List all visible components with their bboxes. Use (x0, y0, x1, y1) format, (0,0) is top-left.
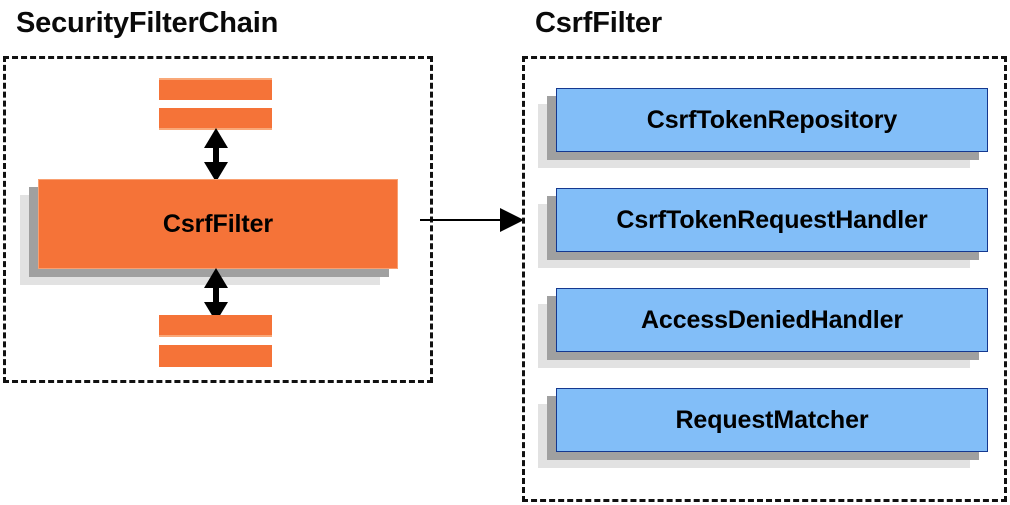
filter-bar-4 (159, 345, 272, 367)
filter-chain-up-arrow-icon (204, 128, 228, 182)
panel-title-security-filter-chain: SecurityFilterChain (16, 7, 279, 39)
card-face: AccessDeniedHandler (556, 288, 988, 352)
filter-bar-1 (159, 78, 272, 100)
filter-bar-3 (159, 315, 272, 337)
card-face: CsrfFilter (38, 179, 398, 269)
filter-bar-2 (159, 108, 272, 130)
card-face: CsrfTokenRepository (556, 88, 988, 152)
card-label: CsrfFilter (162, 209, 274, 238)
card-face: RequestMatcher (556, 388, 988, 452)
csrffilter-expand-arrow-icon (420, 208, 524, 232)
card-label: CsrfTokenRepository (646, 105, 898, 134)
card-csrftokenrepository[interactable]: CsrfTokenRepository (538, 88, 988, 168)
card-label: RequestMatcher (675, 405, 869, 434)
panel-title-csrf-filter: CsrfFilter (535, 7, 662, 39)
card-label: CsrfTokenRequestHandler (616, 205, 928, 234)
filter-chain-down-arrow-icon (204, 268, 228, 322)
card-face: CsrfTokenRequestHandler (556, 188, 988, 252)
panel-csrf-filter (522, 56, 1007, 502)
card-label: AccessDeniedHandler (640, 305, 904, 334)
